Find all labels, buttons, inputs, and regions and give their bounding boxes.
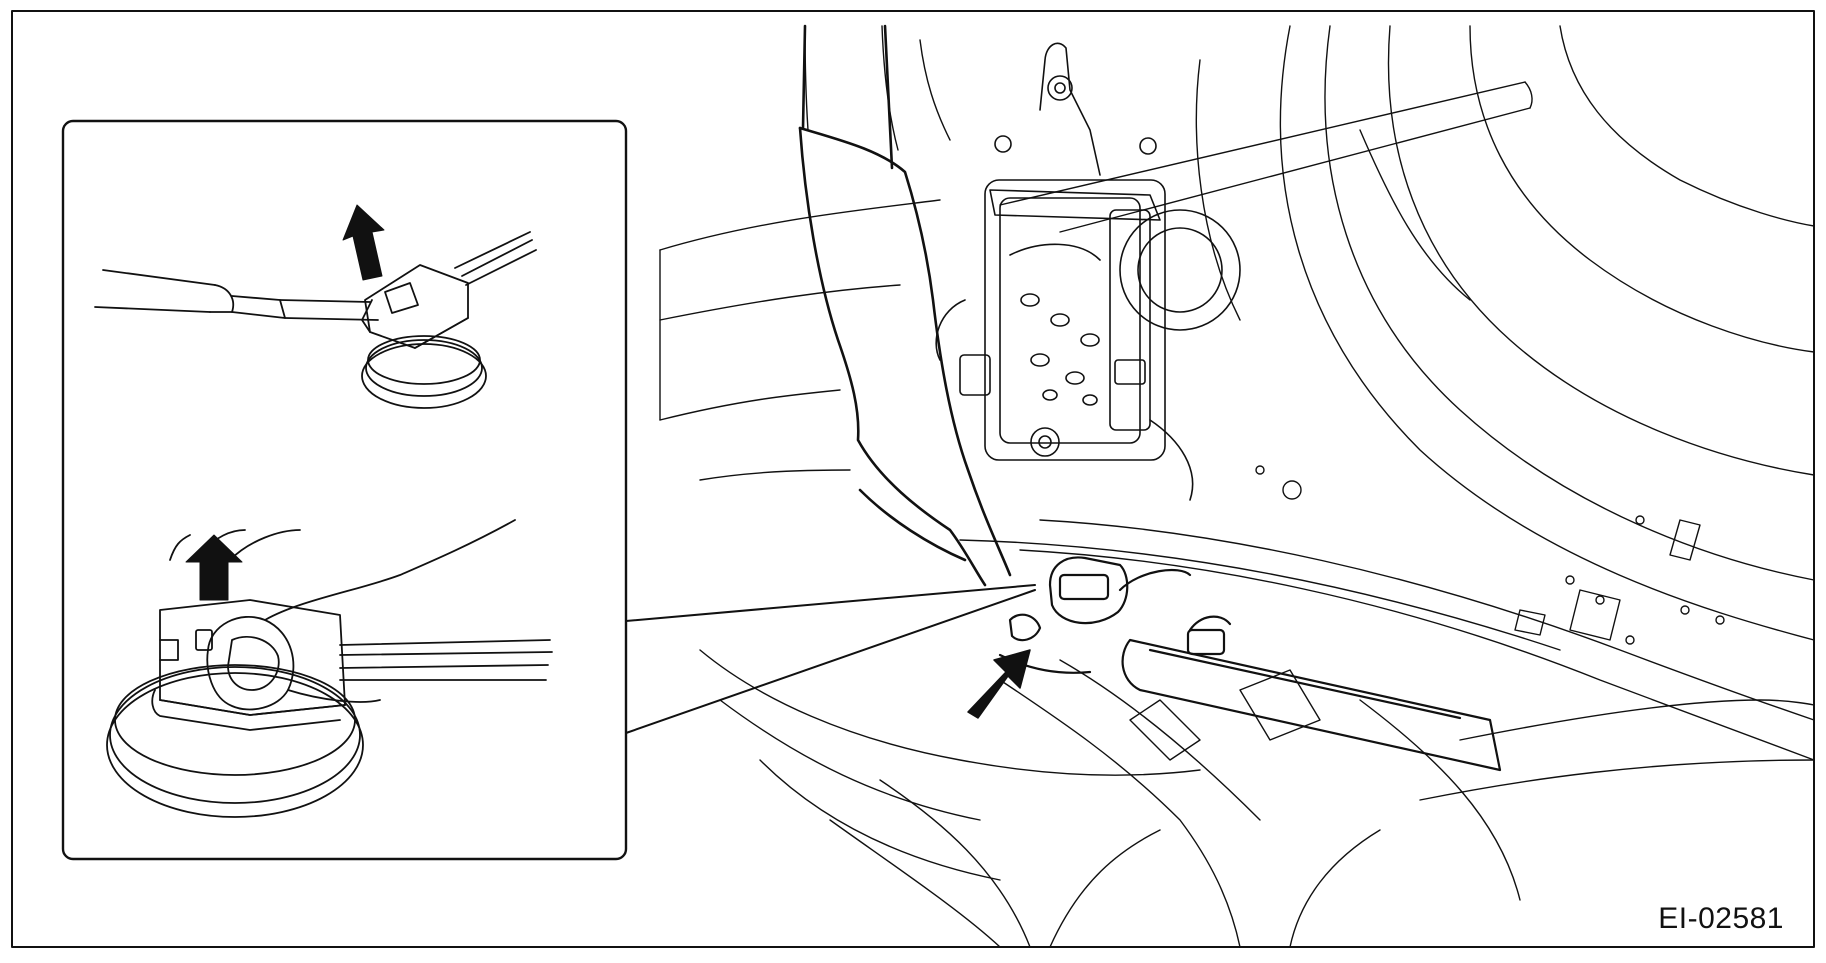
outer-frame	[12, 11, 1814, 947]
seat-belt-retractor	[936, 43, 1240, 500]
location-arrow-icon	[968, 650, 1030, 718]
pull-up-arrow-icon	[186, 535, 242, 600]
pull-up-arrow-icon	[343, 205, 384, 280]
vehicle-body-structure	[660, 26, 1814, 947]
finger-release-detail	[107, 520, 552, 817]
sensor-and-connector	[1000, 557, 1500, 770]
tool-release-detail	[95, 232, 536, 408]
figure-code-label: EI-02581	[1658, 902, 1784, 935]
inset-frame	[63, 121, 626, 859]
callout-leader-lines	[626, 585, 1035, 733]
wiring-harness-wrapped	[800, 26, 1010, 585]
detail-inset	[63, 121, 626, 859]
